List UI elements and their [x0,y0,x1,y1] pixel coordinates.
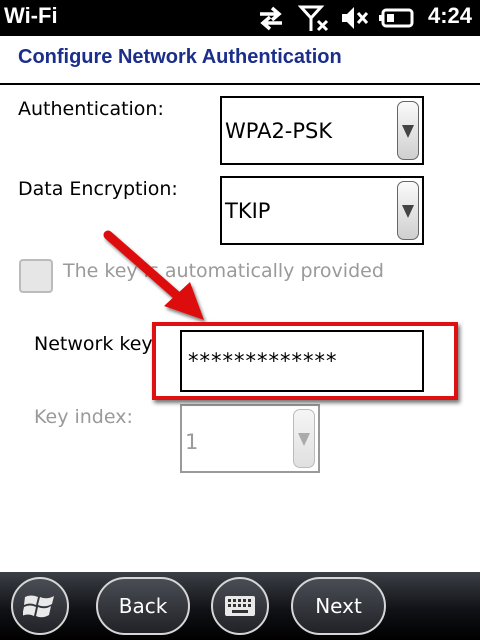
keyboard-button[interactable] [211,577,269,635]
authentication-value: WPA2-PSK [225,119,333,143]
start-button[interactable] [11,577,69,635]
chevron-down-icon [402,204,414,218]
authentication-select[interactable]: WPA2-PSK [220,96,424,165]
chevron-down-icon [402,124,414,138]
status-bar-time: 4:24 [427,3,472,28]
network-key-highlight [152,322,458,400]
back-button[interactable]: Back [96,577,190,635]
keyboard-icon [225,596,255,616]
encryption-value: TKIP [225,199,271,223]
authentication-label: Authentication: [18,98,164,120]
network-key-value: ************* [188,349,338,373]
status-bar: Wi-Fi 4:24 [0,0,480,36]
encryption-select[interactable]: TKIP [220,176,424,245]
key-index-select[interactable]: 1 [180,404,320,473]
auto-key-checkbox[interactable] [19,259,53,293]
volume-muted-icon [342,7,369,29]
network-key-label: Network key [34,333,153,355]
status-bar-title: Wi-Fi [4,3,58,28]
data-transfer-icon [260,6,282,31]
network-key-field[interactable]: ************* [180,330,424,392]
softkey-bar: Back Next [0,572,480,640]
battery-icon [379,8,414,28]
page-title: Configure Network Authentication [18,46,342,68]
key-index-dropdown-button[interactable] [293,409,315,468]
signal-no-service-icon [298,5,329,32]
encryption-label: Data Encryption: [18,178,178,200]
chevron-down-icon [298,432,310,446]
authentication-dropdown-button[interactable] [397,101,419,160]
key-index-value: 1 [185,430,199,454]
key-index-label: Key index: [34,406,133,428]
title-divider [0,83,480,85]
next-button[interactable]: Next [291,577,386,635]
encryption-dropdown-button[interactable] [397,181,419,240]
windows-logo-icon [23,595,54,618]
